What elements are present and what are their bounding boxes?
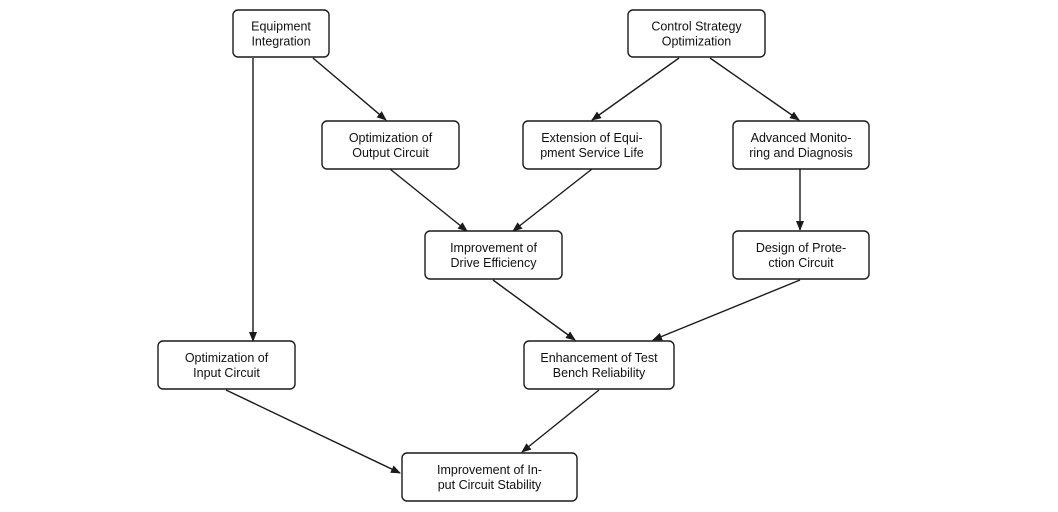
- node-label-line-2: ction Circuit: [768, 256, 834, 270]
- node-box: [732, 230, 870, 280]
- node-box: [401, 452, 578, 502]
- arrow-control-strategy-optimization-to-extension-of-equipment-service-life: [591, 57, 680, 121]
- node-label-line-2: Output Circuit: [352, 146, 429, 160]
- node-label-line-1: Control Strategy: [651, 20, 742, 34]
- arrow-optimization-of-input-circuit-to-improvement-of-input-circuit-stability: [225, 389, 401, 474]
- node-label-line-2: Optimization: [662, 35, 732, 49]
- node-label-line-2: Bench Reliability: [553, 366, 646, 380]
- arrow-extension-of-equipment-service-life-to-improvement-of-drive-efficiency: [512, 168, 593, 232]
- node-box: [232, 9, 330, 58]
- node-label-line-1: Equipment: [251, 20, 311, 34]
- node-extension-of-equipment-service-life: Extension of Equi-pment Service Life: [522, 120, 662, 170]
- node-label-line-2: Drive Efficiency: [451, 256, 538, 270]
- arrow-improvement-of-drive-efficiency-to-enhancement-of-test-bench-reliability: [492, 279, 576, 341]
- node-box: [522, 120, 662, 170]
- node-label-line-1: Improvement of In-: [437, 463, 542, 477]
- node-box: [732, 120, 870, 170]
- node-box: [523, 340, 675, 390]
- node-label-line-1: Enhancement of Test: [540, 351, 658, 365]
- arrow-equipment-integration-to-optimization-of-output-circuit: [312, 57, 387, 121]
- node-label-line-1: Design of Prote-: [756, 241, 846, 255]
- node-box: [627, 9, 766, 58]
- node-design-of-protection-circuit: Design of Prote-ction Circuit: [732, 230, 870, 280]
- node-label-line-1: Extension of Equi-: [541, 131, 642, 145]
- node-label-line-2: Input Circuit: [193, 366, 260, 380]
- edges-layer: [225, 57, 804, 474]
- node-label-line-2: pment Service Life: [540, 146, 644, 160]
- arrow-control-strategy-optimization-to-advanced-monitoring-and-diagnosis: [709, 57, 800, 121]
- node-box: [321, 120, 460, 170]
- arrow-design-of-protection-circuit-to-enhancement-of-test-bench-reliability: [652, 279, 801, 341]
- arrow-optimization-of-output-circuit-to-improvement-of-drive-efficiency: [389, 168, 468, 232]
- node-label-line-2: Integration: [251, 35, 310, 49]
- arrow-enhancement-of-test-bench-reliability-to-improvement-of-input-circuit-stability: [521, 389, 600, 453]
- node-label-line-2: ring and Diagnosis: [749, 146, 853, 160]
- node-label-line-1: Optimization of: [185, 351, 269, 365]
- node-label-line-1: Optimization of: [349, 131, 433, 145]
- node-advanced-monitoring-and-diagnosis: Advanced Monito-ring and Diagnosis: [732, 120, 870, 170]
- node-box: [424, 230, 563, 280]
- node-label-line-2: put Circuit Stability: [438, 478, 542, 492]
- node-label-line-1: Advanced Monito-: [751, 131, 852, 145]
- node-label-line-1: Improvement of: [450, 241, 537, 255]
- node-box: [157, 340, 296, 390]
- node-improvement-of-input-circuit-stability: Improvement of In-put Circuit Stability: [401, 452, 578, 502]
